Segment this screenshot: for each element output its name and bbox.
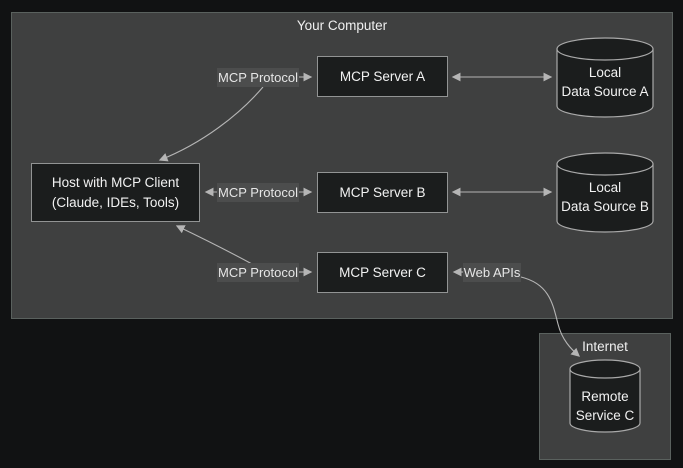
server-a-node: MCP Server A [317,56,448,97]
data-source-b-line2: Data Source B [561,199,649,214]
data-source-a-caption: Local Data Source A [557,63,653,101]
remote-service-c-line2: Service C [575,408,635,423]
server-b-label: MCP Server B [339,184,426,200]
data-source-b-caption: Local Data Source B [557,178,653,216]
host-line1: Host with MCP Client [51,174,180,190]
data-source-a-line1: Local [588,65,622,80]
edge-label-web-apis: Web APIs [463,263,521,282]
server-b-node: MCP Server B [317,172,448,213]
remote-service-c-line1: Remote [581,389,629,404]
server-c-label: MCP Server C [339,264,426,280]
internet-title: Internet [582,339,628,354]
server-c-node: MCP Server C [317,252,448,293]
host-line2: (Claude, IDEs, Tools) [51,194,180,210]
data-source-b-line1: Local [588,180,622,195]
edge-label-mcp-protocol-a: MCP Protocol [217,68,299,87]
data-source-a-line2: Data Source A [561,84,649,99]
your-computer-title: Your Computer [296,18,388,33]
edge-label-mcp-protocol-c: MCP Protocol [217,263,299,282]
server-a-label: MCP Server A [339,68,426,84]
host-node: Host with MCP Client (Claude, IDEs, Tool… [31,163,200,222]
remote-service-c-caption: Remote Service C [570,387,640,425]
edge-label-mcp-protocol-b: MCP Protocol [217,183,299,202]
